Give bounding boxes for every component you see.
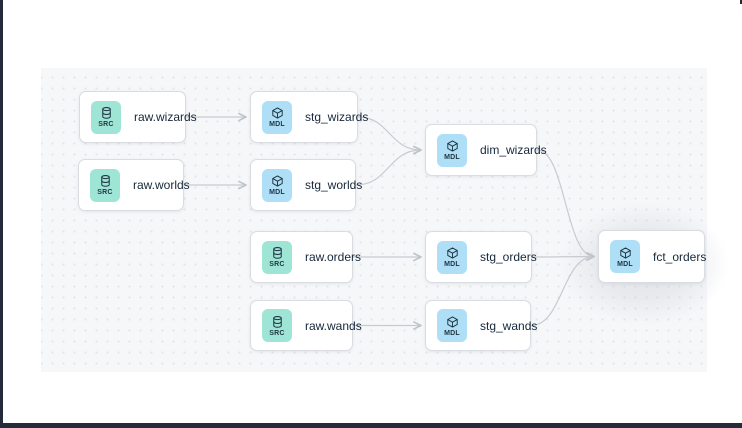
badge-type-label: SRC: [269, 261, 285, 268]
window-edge-left: [0, 0, 3, 428]
node-name-label: raw.orders: [305, 250, 362, 264]
mdl-badge: MDL: [610, 240, 640, 273]
node-raw.orders[interactable]: SRC raw.orders: [250, 231, 361, 283]
edge-stg_wizards-to-dim_wizards: [357, 116, 422, 155]
window-edge-corner: [740, 0, 742, 4]
edge-dim_wizards-to-fct_orders: [536, 149, 595, 261]
badge-type-label: SRC: [97, 189, 113, 196]
node-raw.wizards[interactable]: SRC raw.wizards: [79, 91, 197, 143]
database-icon: [100, 106, 113, 120]
node-dim_wizards[interactable]: MDL dim_wizards: [425, 124, 547, 176]
node-name-label: stg_worlds: [305, 178, 363, 192]
window-edge-bottom: [0, 423, 742, 428]
node-raw.worlds[interactable]: SRC raw.worlds: [78, 159, 190, 211]
mdl-badge: MDL: [437, 133, 467, 167]
node-stg_wands[interactable]: MDL stg_wands: [425, 300, 537, 351]
badge-type-label: MDL: [444, 261, 460, 268]
node-raw.wands[interactable]: SRC raw.wands: [250, 300, 362, 351]
badge-type-label: MDL: [444, 329, 460, 337]
node-name-label: raw.worlds: [133, 178, 190, 192]
badge-type-label: MDL: [617, 260, 633, 268]
node-name-label: dim_wizards: [480, 143, 547, 157]
badge-type-label: MDL: [444, 154, 460, 161]
badge-type-label: MDL: [269, 121, 285, 128]
node-stg_orders[interactable]: MDL stg_orders: [425, 231, 537, 283]
node-name-label: stg_orders: [480, 250, 537, 264]
src-badge: SRC: [262, 240, 292, 274]
edge-layer: [184, 112, 595, 330]
cube-icon: [271, 174, 284, 188]
src-badge: SRC: [90, 168, 120, 202]
node-name-label: stg_wizards: [305, 110, 369, 124]
database-icon: [99, 174, 112, 188]
mdl-badge: MDL: [437, 309, 467, 342]
mdl-badge: MDL: [262, 100, 292, 134]
badge-type-label: SRC: [98, 121, 114, 128]
node-fct_orders[interactable]: MDL fct_orders: [598, 230, 707, 283]
database-icon: [271, 246, 284, 260]
src-badge: SRC: [91, 100, 121, 134]
node-name-label: raw.wizards: [134, 110, 197, 124]
mdl-badge: MDL: [437, 240, 467, 274]
database-icon: [271, 315, 284, 329]
mdl-badge: MDL: [262, 168, 292, 202]
cube-icon: [271, 106, 284, 120]
cube-icon: [619, 246, 632, 260]
edge-stg_worlds-to-dim_wizards: [355, 145, 422, 186]
node-name-label: raw.wands: [305, 318, 362, 333]
node-stg_wizards[interactable]: MDL stg_wizards: [250, 91, 368, 143]
cube-icon: [446, 246, 459, 260]
edge-stg_wands-to-fct_orders: [530, 252, 595, 327]
badge-type-label: MDL: [269, 189, 285, 196]
badge-type-label: SRC: [269, 329, 285, 337]
cube-icon: [446, 139, 459, 153]
node-name-label: fct_orders: [653, 249, 707, 264]
edge-stg_orders-to-fct_orders: [531, 252, 595, 261]
src-badge: SRC: [262, 309, 292, 342]
node-stg_worlds[interactable]: MDL stg_worlds: [250, 159, 362, 211]
node-name-label: stg_wands: [480, 318, 538, 333]
cube-icon: [446, 315, 459, 329]
